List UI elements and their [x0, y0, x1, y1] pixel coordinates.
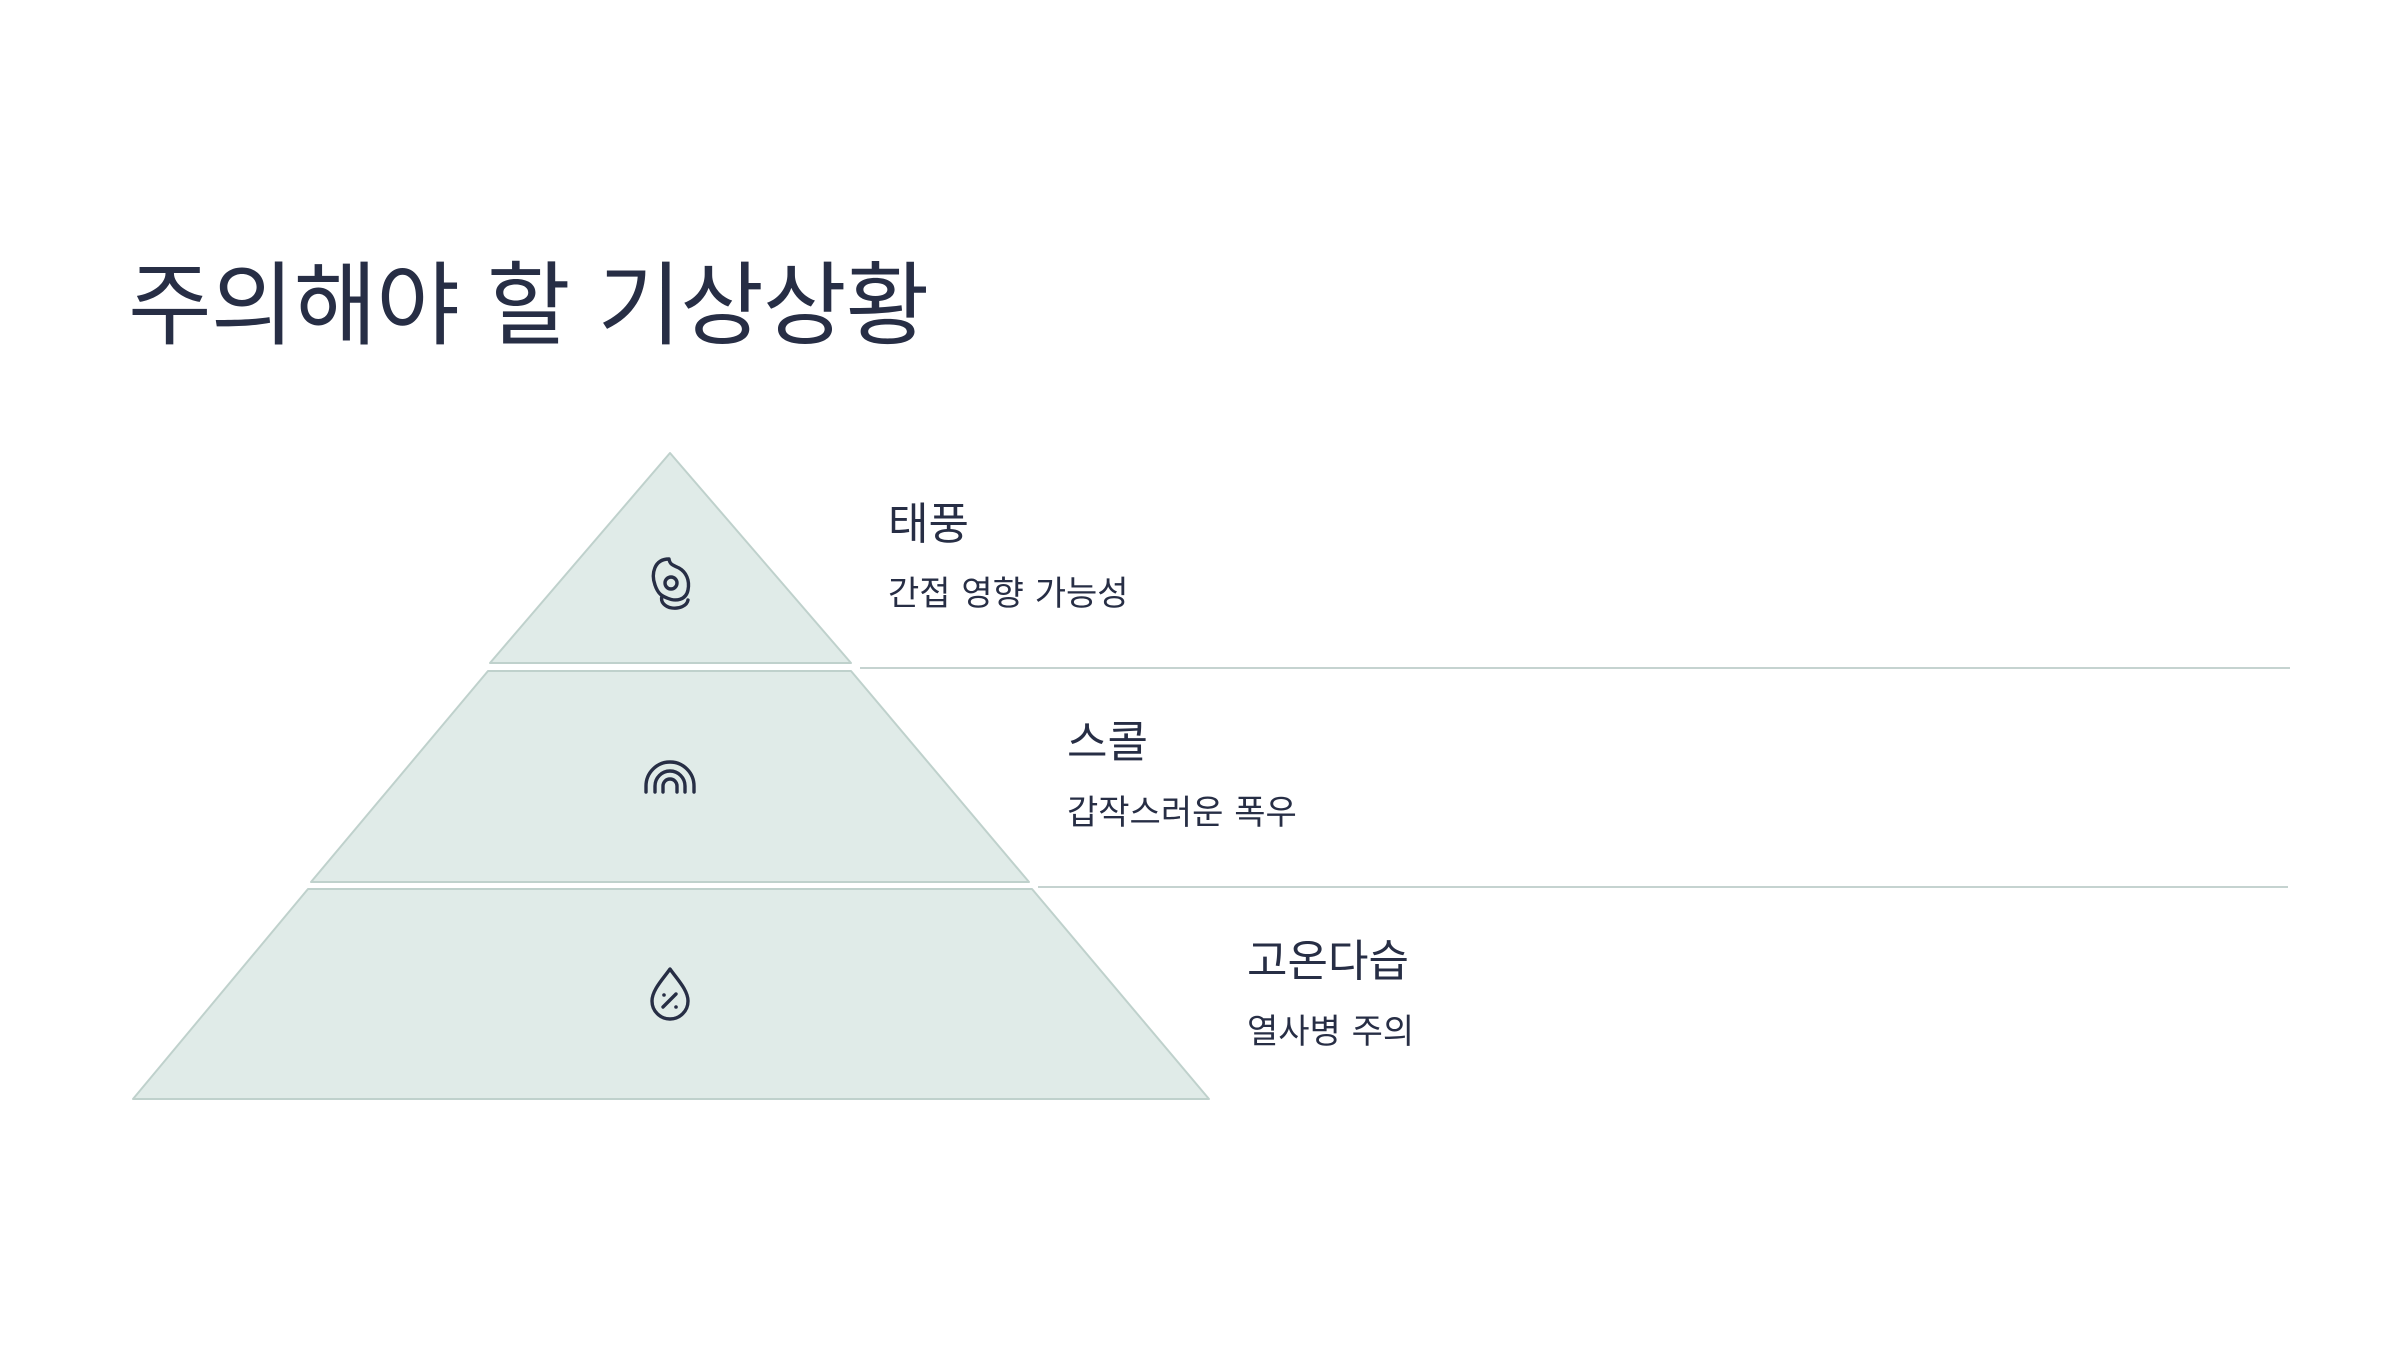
- rainbow-icon: [644, 760, 696, 794]
- pyramid-level-middle: [310, 670, 1030, 883]
- level-title-heat-humidity: 고온다습: [1247, 936, 1409, 987]
- level-description-heat-humidity: 열사병 주의: [1247, 1012, 1415, 1052]
- humidity-drop-icon: [650, 967, 690, 1021]
- page-title: 주의해야 할 기상상황: [128, 254, 929, 359]
- pyramid-level-top: [489, 452, 852, 664]
- pyramid-level-bottom: [132, 888, 1210, 1100]
- level-description-squall: 갑작스러운 폭우: [1067, 793, 1297, 833]
- level-title-typhoon: 태풍: [888, 499, 969, 550]
- level-description-typhoon: 간접 영향 가능성: [888, 574, 1129, 614]
- level-title-squall: 스콜: [1067, 717, 1148, 768]
- typhoon-icon: [651, 557, 691, 610]
